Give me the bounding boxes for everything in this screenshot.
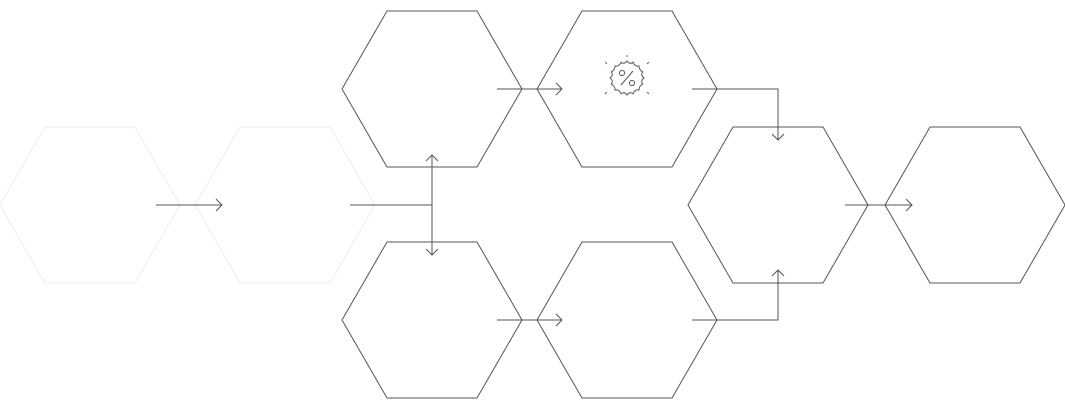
hex-5-node [341,241,523,399]
arrowhead [555,313,563,327]
arrowhead [771,133,785,141]
arrowhead [215,198,223,212]
hex-6-node [536,241,718,399]
hex-7-node [687,126,869,284]
connector-line [692,270,779,321]
connector-hex-5-to-hex-6 [497,313,563,327]
connector-hex-2-to-hex-3 [350,154,439,206]
arrowhead [425,154,439,162]
icon-layer [604,55,650,96]
connector-hex-3-to-hex-4 [497,82,563,96]
hex-8-node [884,126,1065,284]
hex-4-node [536,10,718,168]
hex-1-node [0,126,181,284]
connector-layer [156,82,913,327]
arrowhead [771,269,785,277]
connector-hex-2-to-hex-5 [425,205,439,256]
connector-hex-6-to-hex-7 [692,269,785,321]
discount-badge-icon [604,55,650,96]
arrowhead [905,198,913,212]
connector-line [350,155,433,206]
connector-hex-7-to-hex-8 [845,198,913,212]
hex-3-node [341,10,523,168]
connector-hex-1-to-hex-2 [156,198,223,212]
connector-hex-4-to-hex-7 [692,88,785,141]
connector-line [692,88,779,140]
arrowhead [555,82,563,96]
arrowhead [425,248,439,256]
